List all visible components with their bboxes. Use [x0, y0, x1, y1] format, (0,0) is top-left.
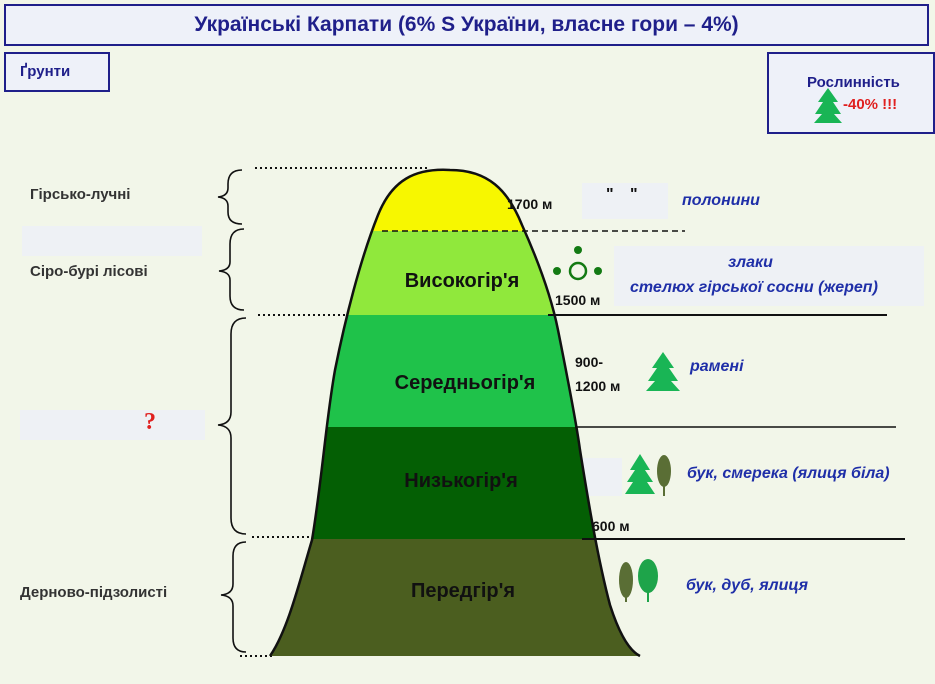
fir-tree-icon [625, 454, 655, 494]
soil-patch [20, 410, 205, 440]
brace-alpine-meadow [217, 169, 243, 225]
soil-label-unknown: ? [144, 409, 156, 435]
veg-label-beech-oak: бук, дуб, ялиця [686, 577, 809, 594]
brace-sod-podzolic [220, 541, 247, 653]
fir-tree-icon [814, 88, 842, 123]
altitude-900: 900- [575, 354, 603, 370]
band-foothills [270, 539, 640, 656]
altitude-1700: 1700 м [507, 196, 552, 212]
band-middle-mountains [270, 315, 640, 427]
mountain-outline [268, 168, 641, 658]
belt-label-middle: Середньогір'я [395, 372, 536, 394]
soil-label-alpine-meadow: Гірсько-лучні [30, 186, 131, 203]
soils-header: Ґрунти [4, 52, 110, 92]
vegetation-header: Рослинність -40% !!! [767, 52, 935, 134]
veg-label-polonyny: полонини [682, 192, 760, 209]
page-title: Українські Карпати (6% S України, власне… [4, 4, 929, 46]
soil-label-grey-brown-forest: Сіро-бурі лісові [30, 263, 148, 280]
veg-label-grasses: злаки [728, 254, 773, 271]
brace-unknown [217, 317, 247, 535]
altitude-600: 600 м [592, 518, 630, 534]
veg-label-rameni: рамені [690, 358, 744, 375]
veg-label-dwarf-pine: стелюх гірської сосни (жереп) [630, 279, 878, 296]
oak-tree-icon [638, 559, 658, 602]
belt-label-low: Низькогір'я [404, 470, 517, 492]
belt-label-high: Високогір'я [405, 270, 520, 292]
polonyny-marks: " " [606, 186, 644, 203]
cushion-plant-icon [553, 246, 602, 281]
veg-patch [582, 183, 668, 219]
soil-patch [22, 226, 202, 256]
brace-grey-brown-forest [218, 228, 245, 311]
cypress-tree-icon [619, 562, 633, 602]
veg-patch [582, 458, 622, 496]
vegetation-header-label: Рослинність [807, 74, 900, 91]
belt-label-foothills: Передгір'я [411, 580, 515, 602]
soil-label-sod-podzolic: Дерново-підзолисті [20, 584, 168, 601]
deciduous-tree-icon [657, 455, 671, 496]
vegetation-percent: -40% !!! [843, 96, 898, 113]
altitude-1200: 1200 м [575, 378, 620, 394]
fir-tree-icon [646, 352, 680, 391]
veg-label-beech-spruce: бук, смерека (ялиця біла) [687, 465, 890, 482]
veg-patch [614, 246, 924, 306]
altitude-1500: 1500 м [555, 292, 600, 308]
soils-header-label: Ґрунти [20, 63, 71, 80]
title-text: Українські Карпати (6% S України, власне… [194, 13, 739, 36]
